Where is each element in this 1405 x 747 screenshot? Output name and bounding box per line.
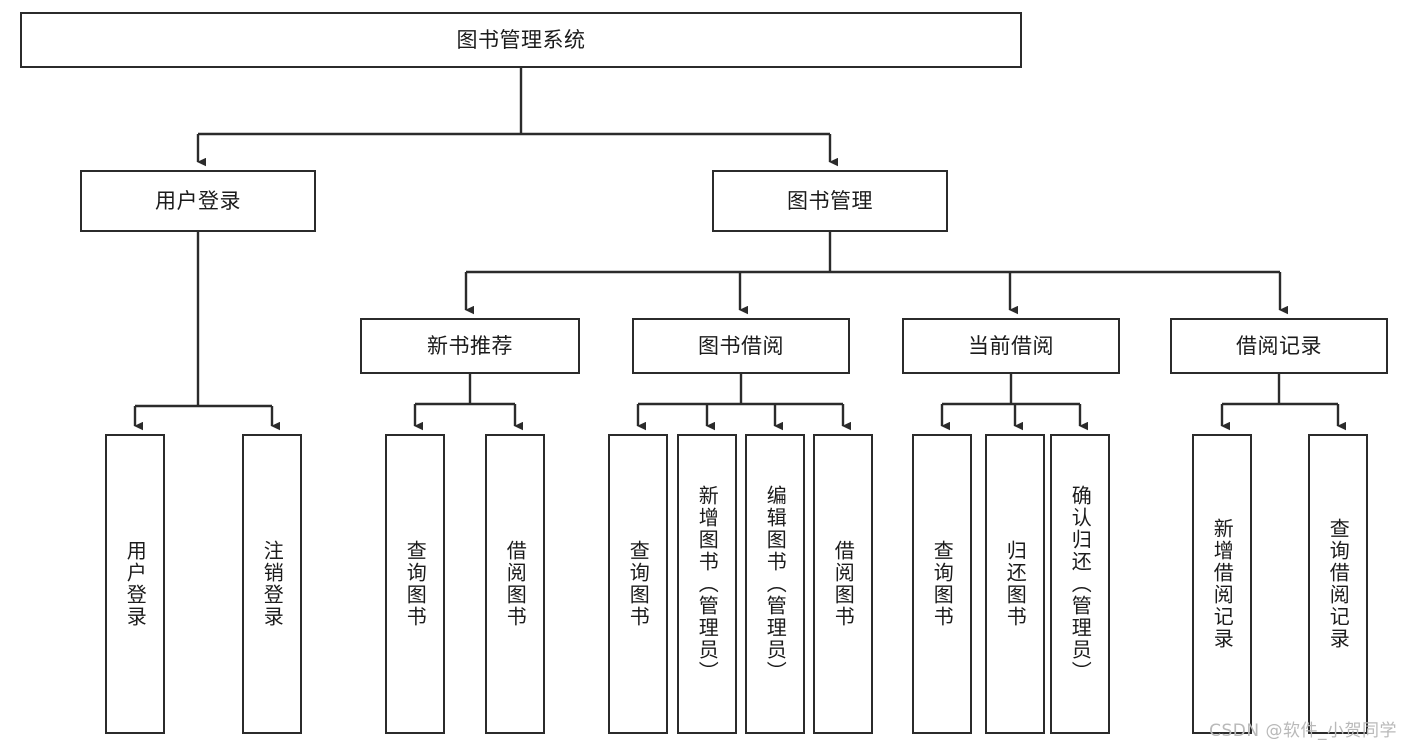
node-label: 当前借阅: [968, 333, 1054, 358]
node-leaf-user-logout[interactable]: 注销登录: [242, 434, 302, 734]
node-label: 注销登录: [260, 540, 285, 628]
node-label: 新增借阅记录: [1210, 518, 1235, 650]
node-label: 查询图书: [403, 540, 428, 628]
node-label: 图书管理系统: [456, 27, 586, 52]
node-label: 查询图书: [626, 540, 651, 628]
node-label: 用户登录: [123, 540, 148, 628]
node-leaf-query-borrow-record[interactable]: 查询借阅记录: [1308, 434, 1368, 734]
node-leaf-query-book-recommend[interactable]: 查询图书: [385, 434, 445, 734]
node-label: 借阅图书: [831, 540, 856, 628]
node-leaf-query-book-borrow[interactable]: 查询图书: [608, 434, 668, 734]
node-label: 查询借阅记录: [1326, 518, 1351, 650]
node-label: 新书推荐: [427, 333, 513, 358]
node-leaf-confirm-return[interactable]: 确认归还（管理员）: [1050, 434, 1110, 734]
node-label: 归还图书: [1003, 540, 1028, 628]
node-label: 借阅记录: [1236, 333, 1322, 358]
node-label: 编辑图书（管理员）: [763, 485, 788, 683]
node-current-borrow[interactable]: 当前借阅: [902, 318, 1120, 374]
node-user-login[interactable]: 用户登录: [80, 170, 316, 232]
node-book-manage[interactable]: 图书管理: [712, 170, 948, 232]
node-leaf-return-book[interactable]: 归还图书: [985, 434, 1045, 734]
node-label: 图书借阅: [698, 333, 784, 358]
node-label: 查询图书: [930, 540, 955, 628]
node-leaf-borrow-book-recommend[interactable]: 借阅图书: [485, 434, 545, 734]
node-leaf-borrow-book[interactable]: 借阅图书: [813, 434, 873, 734]
node-label: 借阅图书: [503, 540, 528, 628]
node-leaf-user-login[interactable]: 用户登录: [105, 434, 165, 734]
node-leaf-query-book-current[interactable]: 查询图书: [912, 434, 972, 734]
node-new-book-recommend[interactable]: 新书推荐: [360, 318, 580, 374]
node-leaf-add-book[interactable]: 新增图书（管理员）: [677, 434, 737, 734]
watermark-text: CSDN @软件_小贺同学: [1209, 721, 1397, 741]
node-borrow-record[interactable]: 借阅记录: [1170, 318, 1388, 374]
node-leaf-add-borrow-record[interactable]: 新增借阅记录: [1192, 434, 1252, 734]
node-label: 用户登录: [155, 188, 241, 213]
node-label: 图书管理: [787, 188, 873, 213]
node-root-system[interactable]: 图书管理系统: [20, 12, 1022, 68]
node-label: 确认归还（管理员）: [1068, 485, 1093, 683]
node-label: 新增图书（管理员）: [695, 485, 720, 683]
node-leaf-edit-book[interactable]: 编辑图书（管理员）: [745, 434, 805, 734]
node-book-borrow[interactable]: 图书借阅: [632, 318, 850, 374]
